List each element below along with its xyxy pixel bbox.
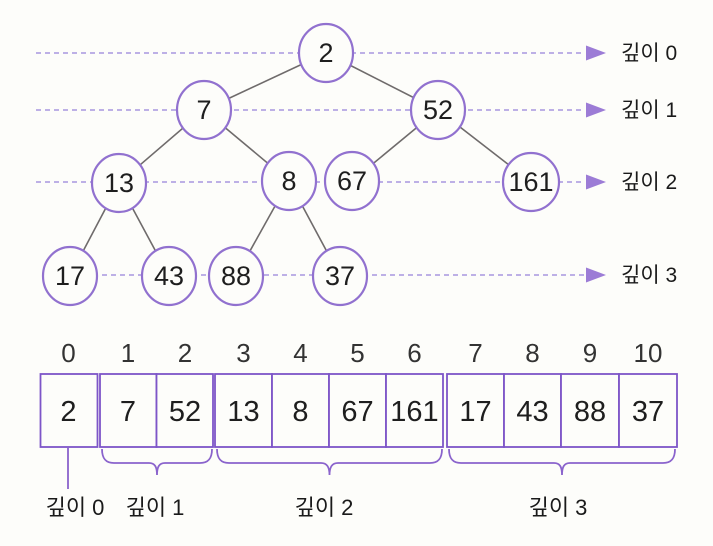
brace-depth-1 <box>101 448 213 476</box>
depth-marker-1: 깊이 1 <box>621 99 677 122</box>
node-circle <box>409 79 467 141</box>
node-value: 52 <box>423 95 453 125</box>
index-label-5: 5 <box>350 338 364 368</box>
arrow-right-icon <box>586 102 606 118</box>
index-label-0: 0 <box>61 338 75 368</box>
node-value: 43 <box>154 261 184 291</box>
array-cell-5 <box>328 373 387 448</box>
array-value-6: 161 <box>390 396 438 428</box>
brace-depth-2 <box>216 448 443 476</box>
group-label-depth-2: 깊이 2 <box>295 495 354 520</box>
array-value-1: 7 <box>120 396 136 428</box>
index-label-9: 9 <box>583 338 597 368</box>
array-value-9: 88 <box>574 396 606 428</box>
array-cell-0 <box>39 373 99 448</box>
node-circle <box>140 245 198 307</box>
array-cell-7 <box>446 373 505 448</box>
node-value: 8 <box>281 166 296 196</box>
tree-node-7: 7 <box>175 79 233 141</box>
tree-node-8: 8 <box>260 150 318 212</box>
node-value: 2 <box>318 38 333 68</box>
group-label-depth-0: 깊이 0 <box>46 495 105 520</box>
node-circle <box>207 245 265 307</box>
index-label-7: 7 <box>468 338 482 368</box>
tree-node-13: 13 <box>90 152 148 214</box>
array-value-7: 17 <box>459 396 491 428</box>
node-value: 161 <box>508 167 553 197</box>
tree-node-17: 17 <box>41 245 99 307</box>
index-label-6: 6 <box>407 338 421 368</box>
array-cell-4 <box>271 373 330 448</box>
array-group-labels: 깊이 0 깊이 1 깊이 2 깊이 3 <box>46 495 588 520</box>
array-value-3: 13 <box>227 396 259 428</box>
node-value: 67 <box>337 166 367 196</box>
node-circle <box>311 245 369 307</box>
arrow-right-icon <box>586 45 606 61</box>
array-cell-3 <box>214 373 273 448</box>
depth-marker-labels: 깊이 0 깊이 1 깊이 2 깊이 3 <box>621 42 677 287</box>
node-value: 88 <box>221 261 251 291</box>
tree-node-161: 161 <box>501 151 561 213</box>
array-index-row: 0 1 2 3 4 5 6 7 8 9 10 <box>61 338 662 368</box>
group-label-depth-3: 깊이 3 <box>529 495 588 520</box>
tree-node-67: 67 <box>323 150 381 212</box>
node-circle <box>175 79 233 141</box>
node-value: 13 <box>104 168 134 198</box>
depth-marker-2: 깊이 2 <box>621 171 677 194</box>
node-circle <box>501 151 561 213</box>
index-label-1: 1 <box>121 338 135 368</box>
tree-node-2: 2 <box>297 22 355 84</box>
array-cells: 2 7 52 13 8 67 161 17 43 88 37 <box>39 373 678 448</box>
array-group-connectors <box>67 447 676 489</box>
tree-node-88: 88 <box>207 245 265 307</box>
array-value-5: 67 <box>341 396 373 428</box>
depth-marker-0: 깊이 0 <box>621 42 677 65</box>
tree-node-37: 37 <box>311 245 369 307</box>
array-cell-9 <box>560 373 620 448</box>
node-circle <box>297 22 355 84</box>
array-cell-2 <box>155 373 214 448</box>
array-value-8: 43 <box>516 396 548 428</box>
node-circle <box>323 150 381 212</box>
array-cell-8 <box>503 373 562 448</box>
array-cell-6 <box>385 373 444 448</box>
index-label-4: 4 <box>293 338 307 368</box>
group-label-depth-1: 깊이 1 <box>126 495 185 520</box>
index-label-2: 2 <box>178 338 192 368</box>
arrow-right-icon <box>586 267 606 283</box>
array-value-4: 8 <box>292 396 308 428</box>
tree-node-43: 43 <box>140 245 198 307</box>
array-cell-10 <box>618 373 678 448</box>
array-cell-1 <box>99 373 158 448</box>
array-value-10: 37 <box>632 396 664 428</box>
depth-marker-3: 깊이 3 <box>621 264 677 287</box>
node-circle <box>90 152 148 214</box>
tree-node-52: 52 <box>409 79 467 141</box>
array-value-0: 2 <box>60 396 76 428</box>
index-label-8: 8 <box>525 338 539 368</box>
node-circle <box>41 245 99 307</box>
node-circle <box>260 150 318 212</box>
node-value: 37 <box>325 261 355 291</box>
index-label-3: 3 <box>236 338 250 368</box>
brace-depth-3 <box>448 448 676 476</box>
arrow-right-icon <box>586 174 606 190</box>
index-label-10: 10 <box>634 338 663 368</box>
tree-nodes: 2 7 52 13 8 67 161 17 <box>41 22 561 307</box>
array-value-2: 52 <box>169 396 201 428</box>
node-value: 7 <box>196 95 211 125</box>
node-value: 17 <box>55 261 85 291</box>
